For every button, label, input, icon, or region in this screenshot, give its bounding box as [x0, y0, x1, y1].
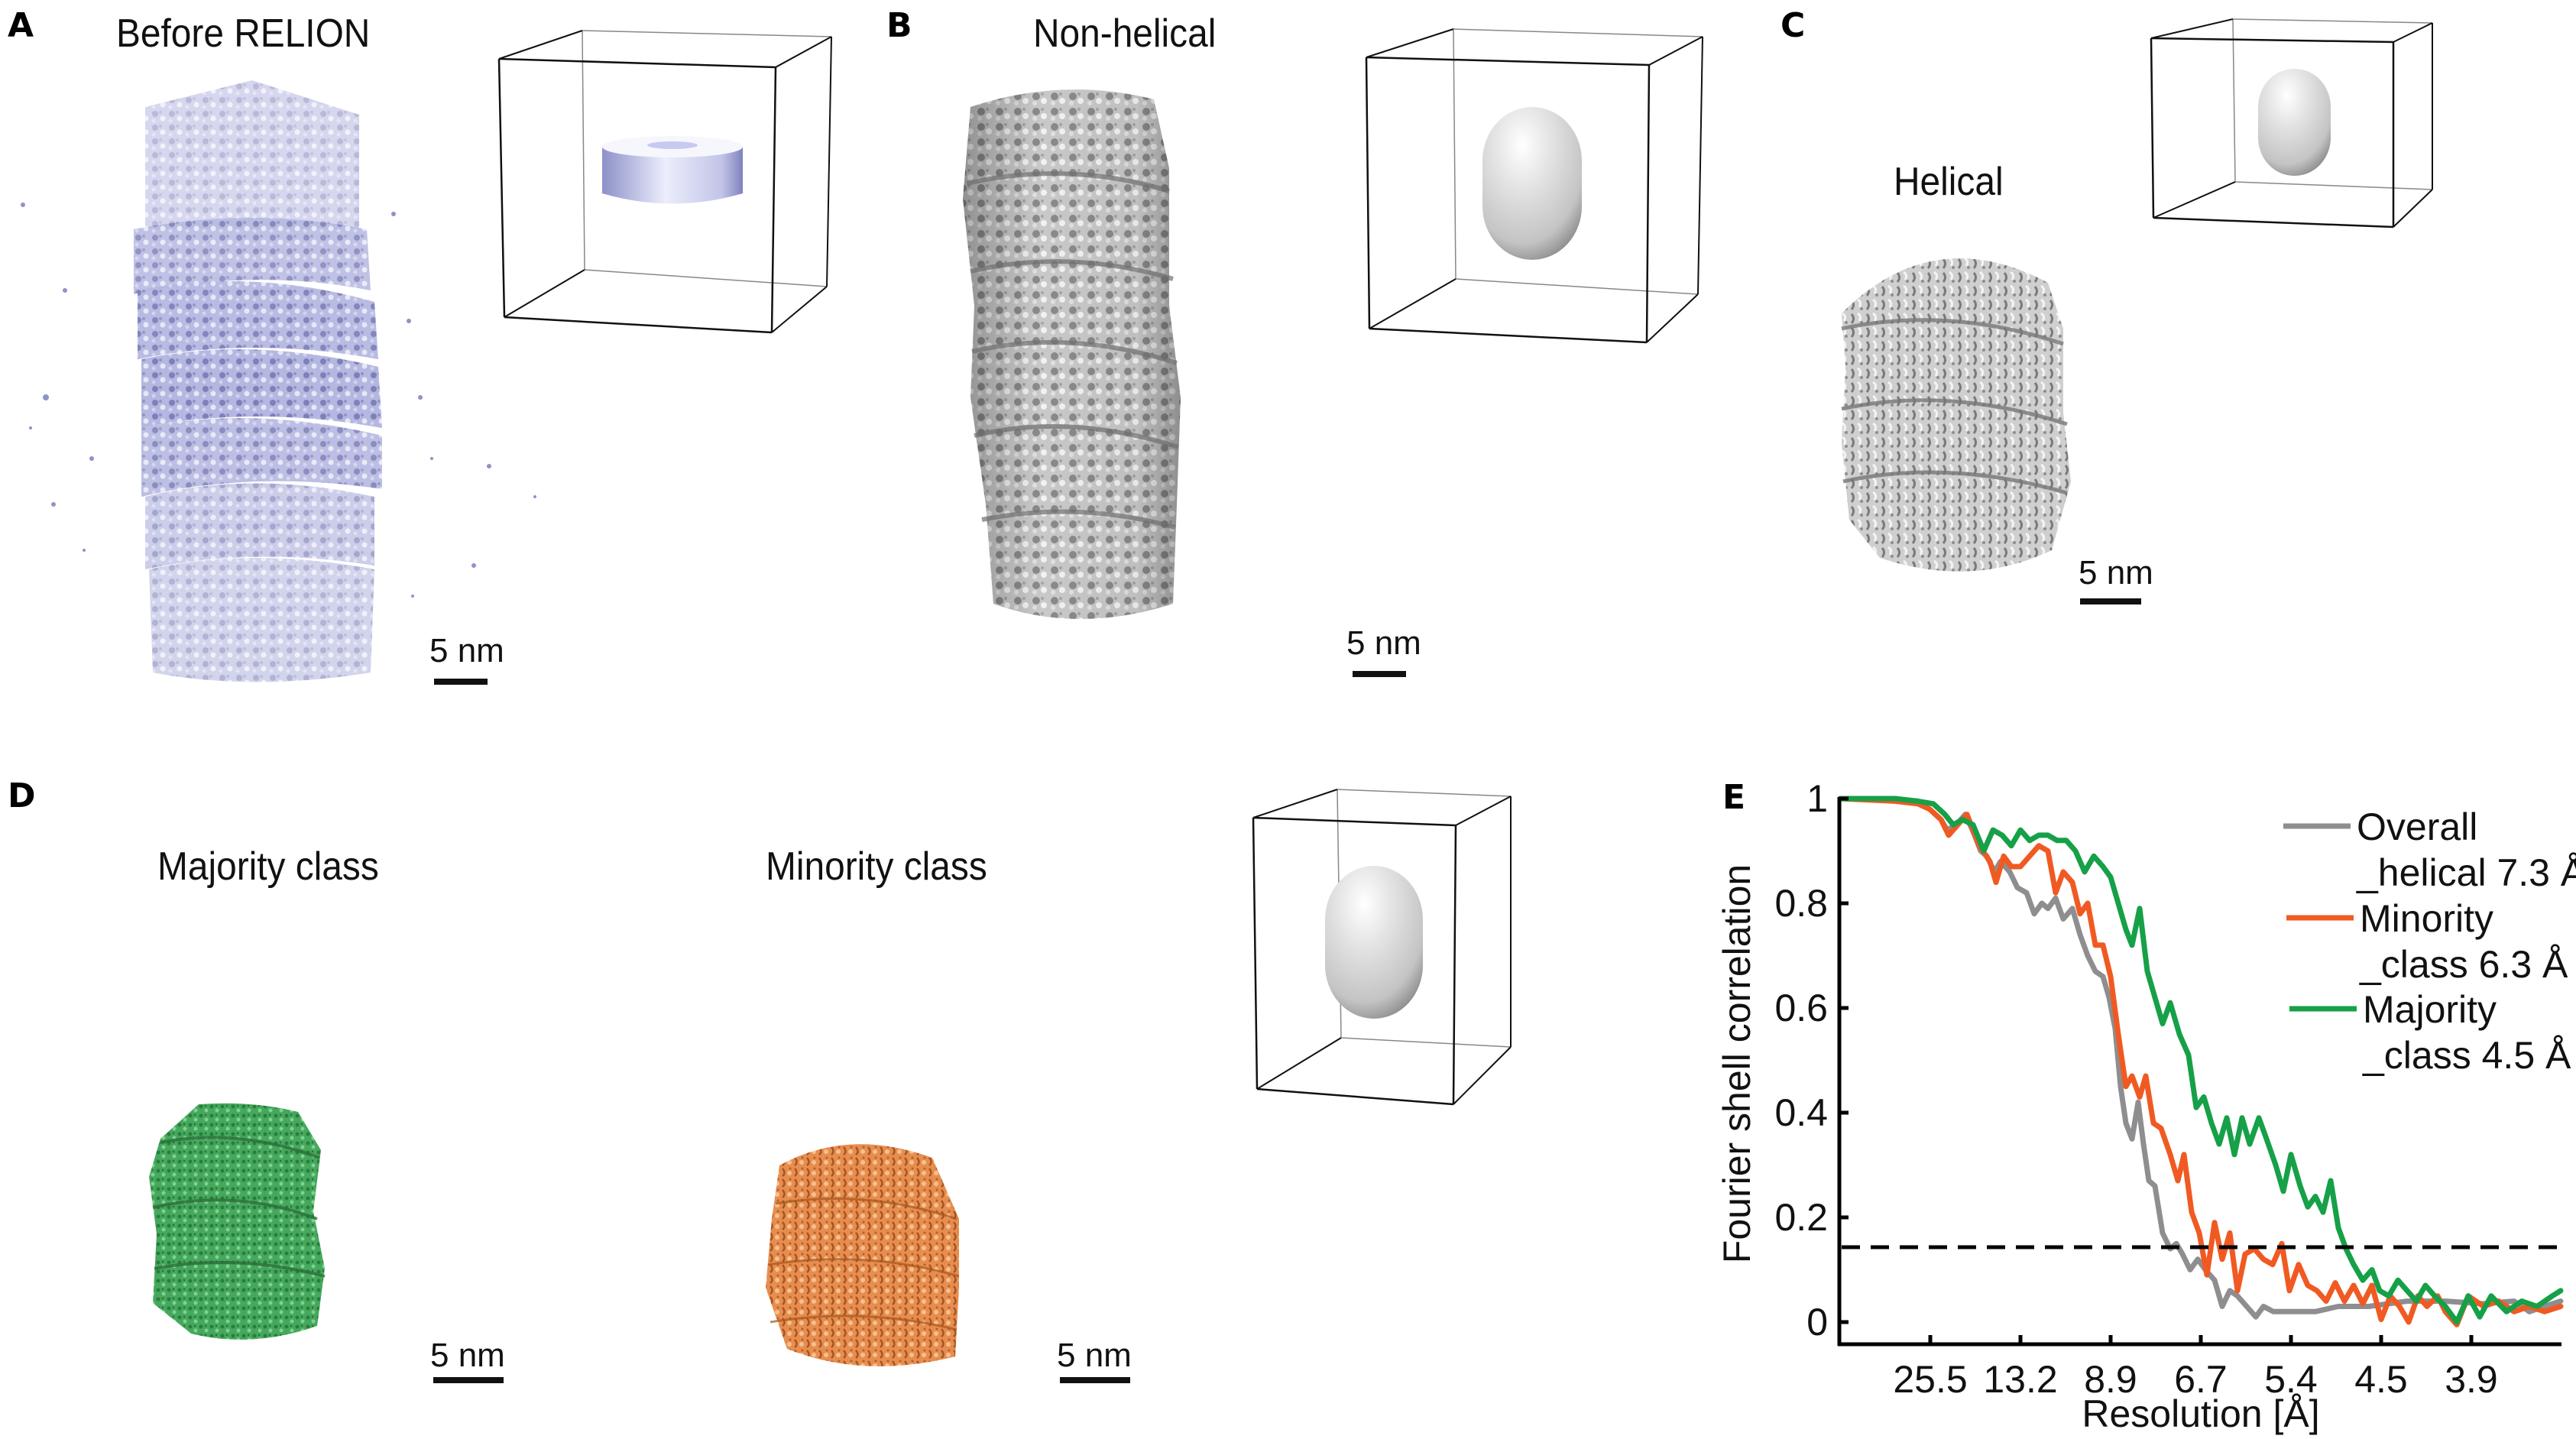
scale-bar-line	[1060, 1377, 1130, 1383]
majority-scale-label: 5 nm	[430, 1337, 505, 1374]
y-tick-label: 0.2	[1774, 1196, 1828, 1239]
y-tick-label: 0.8	[1774, 882, 1828, 925]
x-tick-label: 13.2	[1983, 1358, 2057, 1401]
capsule-mask	[2258, 69, 2331, 176]
panel-label-b: B	[886, 6, 912, 45]
panel-b-density-map	[963, 89, 1181, 620]
panel-label-d: D	[8, 776, 36, 815]
scale-bar-line	[434, 679, 488, 685]
fsc-series	[1837, 796, 2564, 1327]
panel-d-mask-box	[1252, 789, 1512, 1106]
y-ticks: 0 0.2 0.4 0.6 0.8 1	[1774, 777, 1849, 1343]
fsc-curve-2	[1837, 796, 2564, 1325]
minority-class-density-map	[766, 1144, 960, 1366]
panel-c-density-map	[1841, 258, 2071, 572]
y-tick-label: 0.6	[1774, 987, 1828, 1029]
y-axis-label: Fourier shell correlation	[1716, 864, 1758, 1263]
panel-b-scale-label: 5 nm	[1346, 624, 1421, 662]
panel-a-density-map	[21, 80, 536, 682]
panel-b-title: Non-helical	[1033, 11, 1217, 56]
legend-label: _helical 7.3 Å	[2356, 851, 2576, 894]
x-tick-label: 6.7	[2174, 1358, 2228, 1401]
fsc-curve-1	[1837, 796, 2564, 1327]
svg-text:Fourier shell correlation: Fourier shell correlation	[1716, 864, 1758, 1263]
panel-c-mask-box	[2150, 18, 2433, 228]
majority-class-title: Majority class	[157, 844, 379, 889]
hollow-cylinder-mask	[602, 136, 743, 204]
y-tick-label: 1	[1806, 777, 1828, 820]
panel-b-mask-box	[1365, 28, 1703, 344]
legend-label: Minority	[2360, 897, 2493, 940]
minority-class-title: Minority class	[766, 844, 987, 889]
x-tick-label: 25.5	[1893, 1358, 1967, 1401]
capsule-mask	[1325, 866, 1423, 1019]
panel-label-c: C	[1781, 6, 1806, 45]
panel-c-scale-label: 5 nm	[2079, 554, 2153, 591]
x-axis-label: Resolution [Å]	[2082, 1392, 2319, 1435]
scale-bar-line	[2080, 598, 2141, 604]
scale-bar-line	[1353, 671, 1406, 677]
x-tick-label: 8.9	[2084, 1358, 2137, 1401]
panel-a-title: Before RELION	[116, 11, 371, 56]
panel-c-title: Helical	[1894, 160, 2004, 204]
minority-scale-label: 5 nm	[1057, 1337, 1132, 1374]
panel-a-scale-label: 5 nm	[429, 632, 504, 669]
x-ticks: 25.5 13.2 8.9 6.7 5.4 4.5 3.9	[1893, 1335, 2498, 1401]
x-tick-label: 4.5	[2354, 1358, 2408, 1401]
legend-label: _class 4.5 Å	[2362, 1034, 2571, 1077]
y-tick-label: 0	[1806, 1301, 1828, 1343]
capsule-mask	[1482, 107, 1582, 260]
panel-label-e: E	[1722, 778, 1746, 817]
y-tick-label: 0.4	[1774, 1091, 1828, 1134]
x-tick-label: 5.4	[2264, 1358, 2318, 1401]
legend-label: Majority	[2363, 988, 2497, 1031]
panel-a-mask-box	[497, 30, 832, 334]
scale-bar-line	[433, 1377, 504, 1383]
majority-class-density-map	[149, 1103, 326, 1340]
legend-label: Overall	[2357, 805, 2477, 848]
x-tick-label: 3.9	[2445, 1358, 2498, 1401]
panel-label-a: A	[8, 6, 34, 45]
legend-label: _class 6.3 Å	[2359, 943, 2568, 986]
